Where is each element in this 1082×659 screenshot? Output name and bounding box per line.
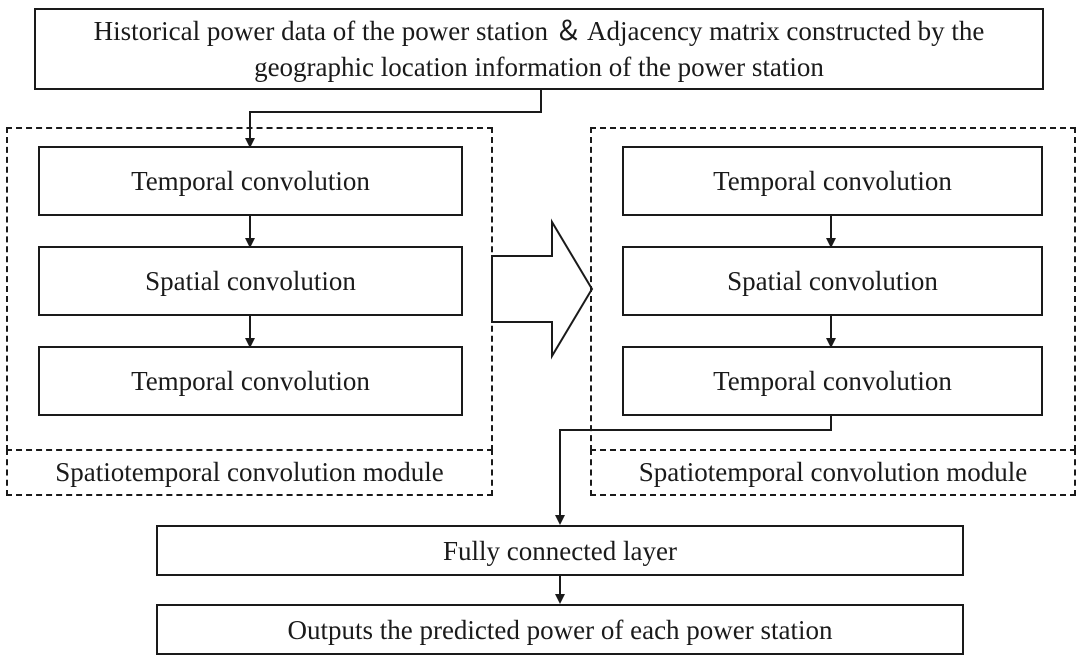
output-box: Outputs the predicted power of each powe… — [156, 604, 964, 655]
input-line-1: Historical power data of the power stati… — [93, 16, 985, 46]
module-2-temporal-conv-1: Temporal convolution — [622, 146, 1043, 216]
module-1-spatial-conv: Spatial convolution — [38, 246, 463, 316]
block-arrow-module1-to-module2 — [491, 218, 594, 360]
module-1-temporal-conv-1: Temporal convolution — [38, 146, 463, 216]
module-1-temporal-conv-2: Temporal convolution — [38, 346, 463, 416]
module-1-label: Spatiotemporal convolution module — [6, 449, 493, 496]
module-2-temporal-conv-2: Temporal convolution — [622, 346, 1043, 416]
fully-connected-layer-box: Fully connected layer — [156, 525, 964, 576]
input-line-2: geographic location information of the p… — [254, 52, 824, 82]
arrow-module2-to-fc — [555, 416, 832, 525]
input-data-box: Historical power data of the power stati… — [34, 8, 1044, 90]
module-2-spatial-conv: Spatial convolution — [622, 246, 1043, 316]
arrow-input-to-module1 — [245, 90, 542, 148]
module-2-label: Spatiotemporal convolution module — [590, 449, 1076, 496]
